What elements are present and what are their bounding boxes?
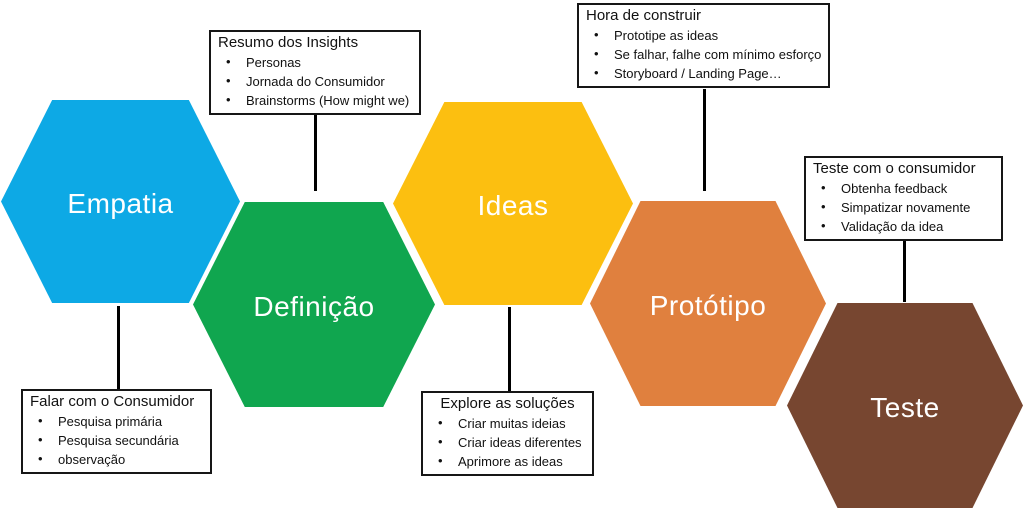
note-explore-as-solucoes: Explore as soluções Criar muitas ideias …: [421, 391, 594, 476]
note-title: Teste com o consumidor: [813, 160, 976, 177]
connector-line-definicao: [314, 107, 317, 191]
note-bullet: Criar ideas diferentes: [430, 432, 585, 452]
stage-label-ideas: Ideas: [477, 189, 549, 221]
stage-hexagon-empatia: Empatia: [1, 100, 240, 303]
stage-hexagon-prototipo: Protótipo: [590, 201, 826, 406]
connector-line-teste: [903, 239, 906, 302]
note-bullet-list: Criar muitas ideias Criar ideas diferent…: [430, 413, 585, 471]
note-bullet: Personas: [218, 52, 412, 72]
connector-line-prototipo: [703, 89, 706, 191]
note-bullet: Prototipe as ideas: [586, 25, 821, 45]
note-bullet-list: Personas Jornada do Consumidor Brainstor…: [218, 52, 412, 110]
note-bullet: Brainstorms (How might we): [218, 90, 412, 110]
stage-label-teste: Teste: [870, 391, 940, 423]
note-resumo-dos-insights: Resumo dos Insights Personas Jornada do …: [209, 30, 421, 115]
stage-label-prototipo: Protótipo: [649, 289, 767, 321]
note-bullet: Validação da idea: [813, 216, 994, 236]
note-bullet: Jornada do Consumidor: [218, 71, 412, 91]
note-title: Explore as soluções: [440, 395, 575, 412]
note-bullet-list: Obtenha feedback Simpatizar novamente Va…: [813, 178, 994, 236]
note-bullet: Pesquisa primária: [30, 411, 203, 431]
note-title: Resumo dos Insights: [218, 34, 359, 51]
connector-line-ideas: [508, 307, 511, 391]
note-teste-com-o-consumidor: Teste com o consumidor Obtenha feedback …: [804, 156, 1003, 241]
note-bullet: observação: [30, 449, 203, 469]
note-bullet: Criar muitas ideias: [430, 413, 585, 433]
note-title: Hora de construir: [586, 7, 702, 24]
stage-hexagon-ideas: Ideas: [393, 102, 633, 305]
stage-label-empatia: Empatia: [67, 187, 174, 219]
note-hora-de-construir: Hora de construir Prototipe as ideas Se …: [577, 3, 831, 88]
note-title: Falar com o Consumidor: [30, 393, 195, 410]
stage-label-definicao: Definição: [253, 290, 375, 322]
note-bullet: Obtenha feedback: [813, 178, 994, 198]
stage-hexagon-teste: Teste: [787, 303, 1023, 508]
note-bullet: Storyboard / Landing Page…: [586, 63, 821, 83]
note-bullet: Se falhar, falhe com mínimo esforço: [586, 44, 821, 64]
note-bullet: Aprimore as ideas: [430, 451, 585, 471]
note-bullet: Simpatizar novamente: [813, 197, 994, 217]
note-bullet: Pesquisa secundária: [30, 430, 203, 450]
note-bullet-list: Prototipe as ideas Se falhar, falhe com …: [586, 25, 821, 83]
stage-hexagon-definicao: Definição: [193, 202, 435, 407]
connector-line-empatia: [117, 306, 120, 390]
note-falar-com-o-consumidor: Falar com o Consumidor Pesquisa primária…: [21, 389, 212, 474]
note-bullet-list: Pesquisa primária Pesquisa secundária ob…: [30, 411, 203, 469]
